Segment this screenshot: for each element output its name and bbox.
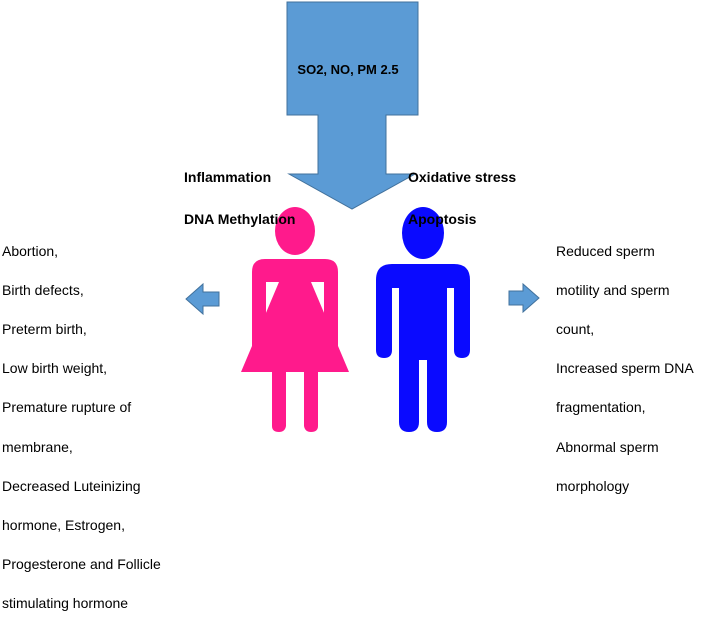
female-figure-icon [241, 207, 349, 432]
effect-line: Premature rupture of [2, 399, 132, 416]
effect-line: Reduced sperm [556, 242, 655, 259]
mechanism-item: Apoptosis [408, 211, 477, 227]
effect-line: Birth defects, [2, 281, 84, 298]
effect-line: membrane, [2, 438, 73, 455]
male-figure-icon [376, 207, 470, 432]
effect-line: fragmentation, [556, 399, 646, 416]
effect-line: morphology [556, 477, 630, 494]
mechanism-item: DNA Methylation [184, 211, 296, 227]
effect-line: Abortion, [2, 242, 59, 259]
effect-line: Decreased Luteinizing [2, 477, 141, 494]
mechanisms-right: Oxidative stress Apoptosis [408, 146, 516, 251]
male-effects-list: Reduced sperm motility and sperm count, … [556, 222, 703, 516]
arrow-right-icon [508, 282, 540, 314]
mechanism-item: Oxidative stress [408, 169, 517, 185]
effect-line: Low birth weight, [2, 360, 108, 377]
effect-line: Progesterone and Follicle [2, 556, 161, 573]
effect-line: Increased sperm DNA [556, 360, 694, 377]
diagram-canvas [185, 1, 540, 432]
pollutant-label: SO2, NO, PM 2.5 [297, 62, 399, 77]
effect-line: Abnormal sperm [556, 438, 659, 455]
female-effects-list: Abortion, Birth defects, Preterm birth, … [2, 222, 207, 633]
effect-line: motility and sperm [556, 281, 670, 298]
arrow-left-icon [185, 282, 220, 316]
effect-line: count, [556, 320, 595, 337]
arrow-down-icon [286, 1, 419, 210]
effect-line: Preterm birth, [2, 320, 87, 337]
effect-line: hormone, Estrogen, [2, 516, 125, 533]
effect-line: stimulating hormone [2, 595, 129, 612]
mechanism-item: Inflammation [184, 169, 272, 185]
mechanisms-left: Inflammation DNA Methylation [184, 146, 295, 251]
